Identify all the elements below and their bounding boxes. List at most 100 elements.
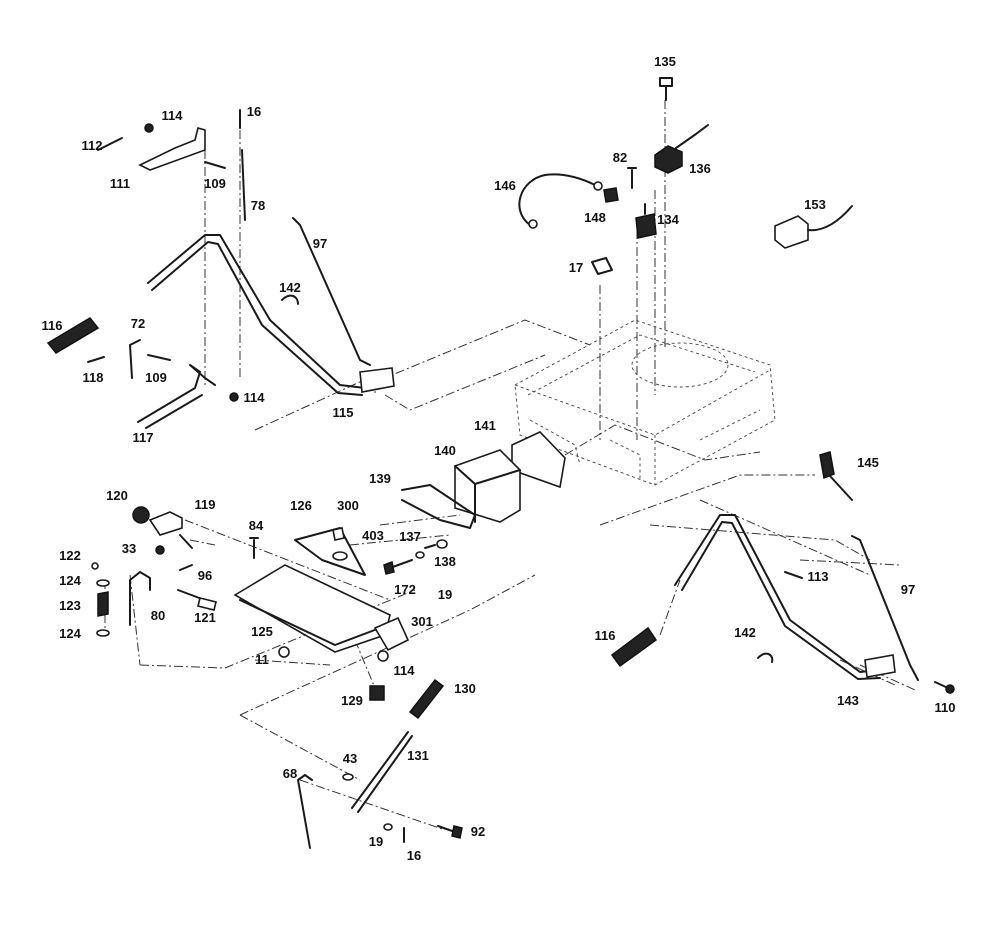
part-label: 172 (394, 582, 416, 597)
part-label: 142 (279, 280, 301, 295)
part-label: 112 (82, 138, 103, 153)
part-123-spring (97, 591, 109, 617)
part-143-handle (674, 514, 896, 680)
part-139-bracket (401, 484, 476, 529)
part-label: 138 (434, 554, 456, 569)
part-label: 143 (837, 693, 859, 708)
part-131-lever (351, 731, 413, 813)
part-label: 116 (42, 318, 63, 333)
part-label: 110 (935, 700, 956, 715)
part-146-wire (518, 173, 603, 229)
part-118-pin (87, 356, 105, 363)
part-80-rod (129, 571, 151, 626)
part-label: 109 (204, 176, 226, 191)
part-113-bolt (784, 571, 803, 579)
part-label: 113 (808, 569, 829, 584)
part-301-sleeve (373, 616, 410, 652)
part-label: 115 (333, 405, 354, 420)
part-label: 126 (290, 498, 312, 513)
part-172-bolt (383, 559, 413, 575)
part-126-plate (294, 527, 366, 576)
part-label: 148 (584, 210, 606, 225)
part-33-nut (155, 545, 165, 555)
part-137-bolt (424, 544, 436, 549)
part-300-cap (332, 527, 345, 541)
part-19-washer-mid (415, 551, 425, 559)
part-label: 137 (399, 529, 421, 544)
part-114-nut-lower (229, 392, 239, 402)
part-124-washer-bottom (96, 629, 110, 637)
part-138-washer (436, 539, 448, 549)
part-label: 129 (341, 693, 363, 708)
part-label: 120 (106, 488, 128, 503)
part-label: 19 (438, 587, 452, 602)
part-label: 72 (131, 316, 145, 331)
part-145-switch (819, 451, 853, 501)
part-label: 121 (194, 610, 216, 625)
part-label: 11 (255, 652, 269, 667)
part-label: 403 (362, 528, 384, 543)
part-134-solenoid (635, 203, 657, 239)
part-label: 111 (110, 176, 130, 191)
part-label: 118 (83, 370, 104, 385)
part-142-clip-right (757, 652, 774, 663)
part-label: 124 (59, 573, 81, 588)
part-label: 16 (407, 848, 421, 863)
part-148-connector (603, 187, 619, 203)
part-label: 82 (613, 150, 627, 165)
part-122-washer (91, 562, 99, 570)
part-142-clip-left (281, 294, 299, 305)
part-43-washer (342, 773, 354, 781)
part-label: 116 (595, 628, 616, 643)
part-114-nut-mid (377, 650, 389, 662)
part-label: 17 (569, 260, 583, 275)
part-120-knob (132, 506, 150, 524)
part-121-rod (177, 589, 217, 611)
part-label: 122 (59, 548, 81, 563)
part-label: 68 (283, 766, 297, 781)
part-111-lever (138, 127, 206, 171)
part-114-nut-top (144, 123, 154, 133)
part-label: 119 (195, 497, 216, 512)
part-136-module (654, 124, 709, 174)
part-label: 136 (689, 161, 711, 176)
part-112-pin (97, 137, 123, 151)
part-label: 97 (901, 582, 915, 597)
part-109-bolt-top (204, 161, 226, 169)
part-115-handle (147, 234, 395, 396)
part-label: 140 (434, 443, 456, 458)
part-label: 145 (857, 455, 879, 470)
part-116-grip-right (610, 626, 658, 668)
part-label: 92 (471, 824, 485, 839)
part-label: 80 (151, 608, 165, 623)
part-119-bracket (148, 511, 193, 549)
part-label: 134 (657, 212, 679, 227)
part-140-battery (454, 449, 521, 523)
part-label: 131 (407, 748, 429, 763)
part-117-lever (137, 364, 216, 429)
part-96-pin (179, 564, 193, 571)
part-label: 19 (369, 834, 383, 849)
part-72-rod (129, 339, 141, 379)
part-label: 141 (474, 418, 496, 433)
part-label: 43 (343, 751, 357, 766)
part-129-knob (369, 685, 385, 701)
part-label: 130 (454, 681, 476, 696)
part-label: 300 (337, 498, 359, 513)
chassis-frame (514, 319, 776, 486)
part-153-charger (774, 205, 853, 249)
part-82-bolt (627, 167, 637, 189)
part-label: 114 (244, 390, 266, 405)
part-label: 96 (198, 568, 212, 583)
part-130-grip (408, 678, 445, 720)
part-label: 153 (804, 197, 826, 212)
part-97-rod-left (292, 217, 371, 366)
part-403-washer (332, 551, 348, 561)
part-label: 139 (369, 471, 391, 486)
part-11-nut (278, 646, 290, 658)
part-label: 135 (654, 54, 676, 69)
part-78-rod (241, 149, 246, 221)
part-label: 109 (145, 370, 167, 385)
part-label: 146 (494, 178, 516, 193)
